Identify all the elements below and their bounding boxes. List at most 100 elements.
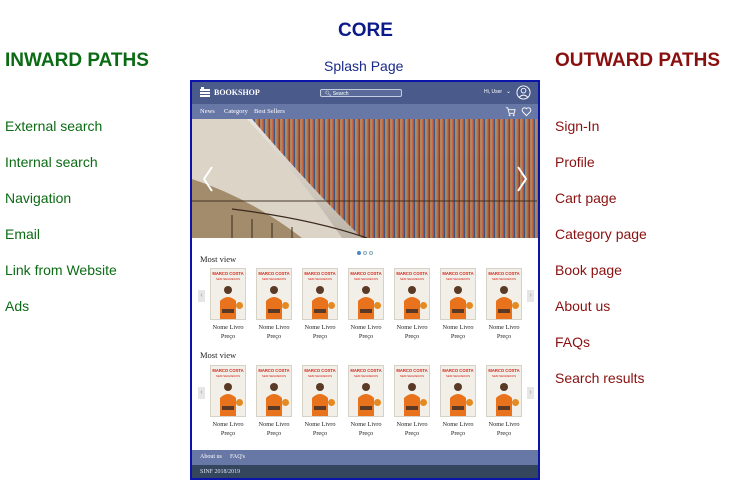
book-name[interactable]: Nome Livro [304, 421, 336, 428]
book-cover-figure [450, 383, 466, 416]
book-cover-figure [220, 286, 236, 319]
book-cover-title: SEM SEGREDOS [491, 277, 517, 281]
mockup-footer-copyright: SINF 2018/2019 [192, 465, 538, 478]
book-cover-seal [328, 302, 335, 309]
row-next-arrow-icon[interactable]: › [527, 290, 534, 302]
book-name[interactable]: Nome Livro [442, 421, 474, 428]
book-cover-seal [236, 302, 243, 309]
footer-faqs[interactable]: FAQ's [230, 454, 245, 460]
carousel-dot[interactable] [363, 251, 367, 255]
hero-next-arrow-icon[interactable] [517, 166, 528, 192]
hero-prev-arrow-icon[interactable] [202, 166, 213, 192]
nav-news[interactable]: News [200, 108, 215, 115]
row-prev-arrow-icon[interactable]: ‹ [198, 290, 205, 302]
book-name[interactable]: Nome Livro [488, 324, 520, 331]
row-next-arrow-icon[interactable]: › [527, 387, 534, 399]
book-cover-author: MARCO COSTA [304, 368, 336, 373]
outward-path-item: Cart page [555, 190, 617, 206]
book-cover-title: SEM SEGREDOS [353, 277, 379, 281]
mockup-search-input[interactable]: 🔍︎ Search [320, 89, 402, 97]
book-cover-seal [282, 302, 289, 309]
nav-best-sellers[interactable]: Best Sellers [254, 108, 285, 115]
chevron-down-icon[interactable]: ⌄ [506, 89, 512, 95]
user-greeting[interactable]: Hi, User [484, 89, 503, 95]
outward-path-item: Profile [555, 154, 595, 170]
book-name[interactable]: Nome Livro [304, 324, 336, 331]
book-cover-author: MARCO COSTA [212, 368, 244, 373]
core-title: CORE [338, 20, 393, 41]
book-cover-figure [358, 286, 374, 319]
book-name[interactable]: Nome Livro [488, 421, 520, 428]
heart-icon[interactable] [521, 106, 532, 117]
inward-path-item: Navigation [5, 190, 72, 206]
book-name[interactable]: Nome Livro [396, 324, 428, 331]
book-cover-seal [236, 399, 243, 406]
book-cover-author: MARCO COSTA [396, 368, 428, 373]
book-cover-figure [266, 383, 282, 416]
book-price: Preço [404, 333, 420, 340]
carousel-dot[interactable] [357, 251, 361, 255]
inward-path-item: Ads [5, 298, 30, 314]
book-name[interactable]: Nome Livro [350, 421, 382, 428]
cart-icon[interactable] [505, 106, 516, 117]
book-cover-title: SEM SEGREDOS [307, 277, 333, 281]
book-name[interactable]: Nome Livro [258, 324, 290, 331]
book-name[interactable]: Nome Livro [258, 421, 290, 428]
inward-path-item: Email [5, 226, 41, 242]
book-price: Preço [450, 430, 466, 437]
outward-path-item: FAQs [555, 334, 591, 350]
book-cover-title: SEM SEGREDOS [353, 374, 379, 378]
inward-paths-list: External search Internal search Navigati… [5, 118, 117, 334]
book-cover-figure [312, 383, 328, 416]
book-price: Preço [266, 333, 282, 340]
nav-category[interactable]: Category [224, 108, 248, 115]
outward-paths-list: Sign-In Profile Cart page Category page … [555, 118, 647, 406]
book-name[interactable]: Nome Livro [212, 421, 244, 428]
inward-path-item: Link from Website [5, 262, 117, 278]
row-prev-arrow-icon[interactable]: ‹ [198, 387, 205, 399]
book-cover-seal [328, 399, 335, 406]
book-name[interactable]: Nome Livro [396, 421, 428, 428]
user-avatar-icon[interactable] [516, 85, 531, 100]
carousel-dot[interactable] [369, 251, 373, 255]
book-cover-author: MARCO COSTA [396, 271, 428, 276]
book-cover-figure [220, 383, 236, 416]
book-price: Preço [496, 430, 512, 437]
book-cover-author: MARCO COSTA [258, 271, 290, 276]
book-name[interactable]: Nome Livro [212, 324, 244, 331]
book-name[interactable]: Nome Livro [350, 324, 382, 331]
book-name[interactable]: Nome Livro [442, 324, 474, 331]
footer-about-us[interactable]: About us [200, 454, 222, 460]
book-cover-title: SEM SEGREDOS [261, 277, 287, 281]
